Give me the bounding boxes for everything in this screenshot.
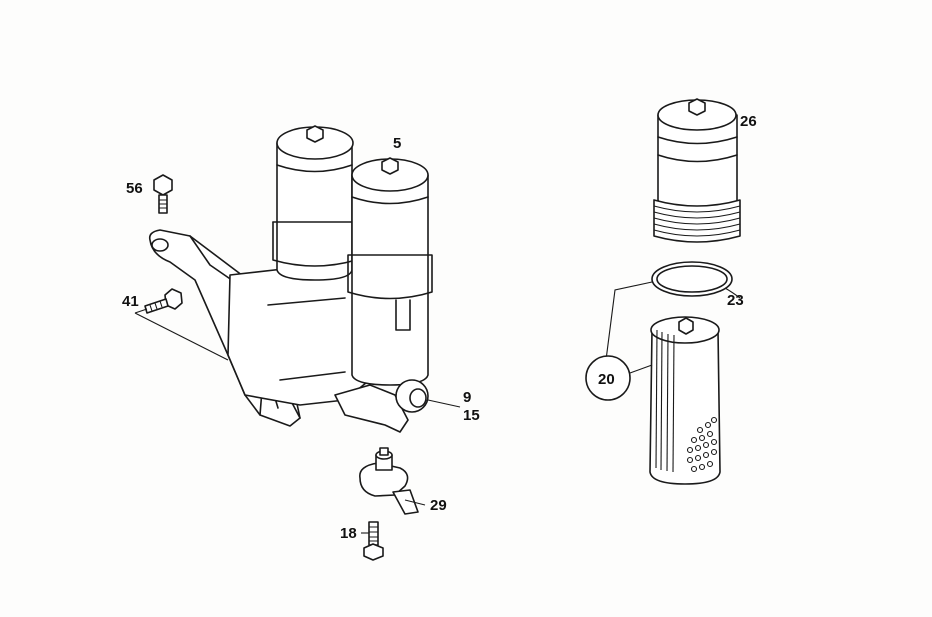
perforation-dots: [686, 416, 718, 473]
sensor-29: [359, 447, 419, 515]
label-9: 9: [463, 389, 471, 406]
label-26: 26: [740, 113, 757, 130]
label-15: 15: [463, 407, 480, 424]
o-ring-23: [651, 261, 733, 297]
filter-cap-26: [653, 98, 741, 243]
filter-element-20: [649, 316, 721, 485]
label-56: 56: [126, 180, 143, 197]
filter-housing-assembly: [148, 125, 433, 433]
callout-circle-20: [585, 355, 631, 401]
bolt-41: [144, 288, 183, 314]
bolt-56: [153, 174, 173, 214]
label-20: 20: [598, 371, 615, 388]
bolt-18: [363, 521, 384, 561]
label-41: 41: [122, 293, 139, 310]
label-18: 18: [340, 525, 357, 542]
label-29: 29: [430, 497, 447, 514]
label-23: 23: [727, 292, 744, 309]
leader-lines: [134, 281, 741, 534]
label-5: 5: [393, 135, 401, 152]
